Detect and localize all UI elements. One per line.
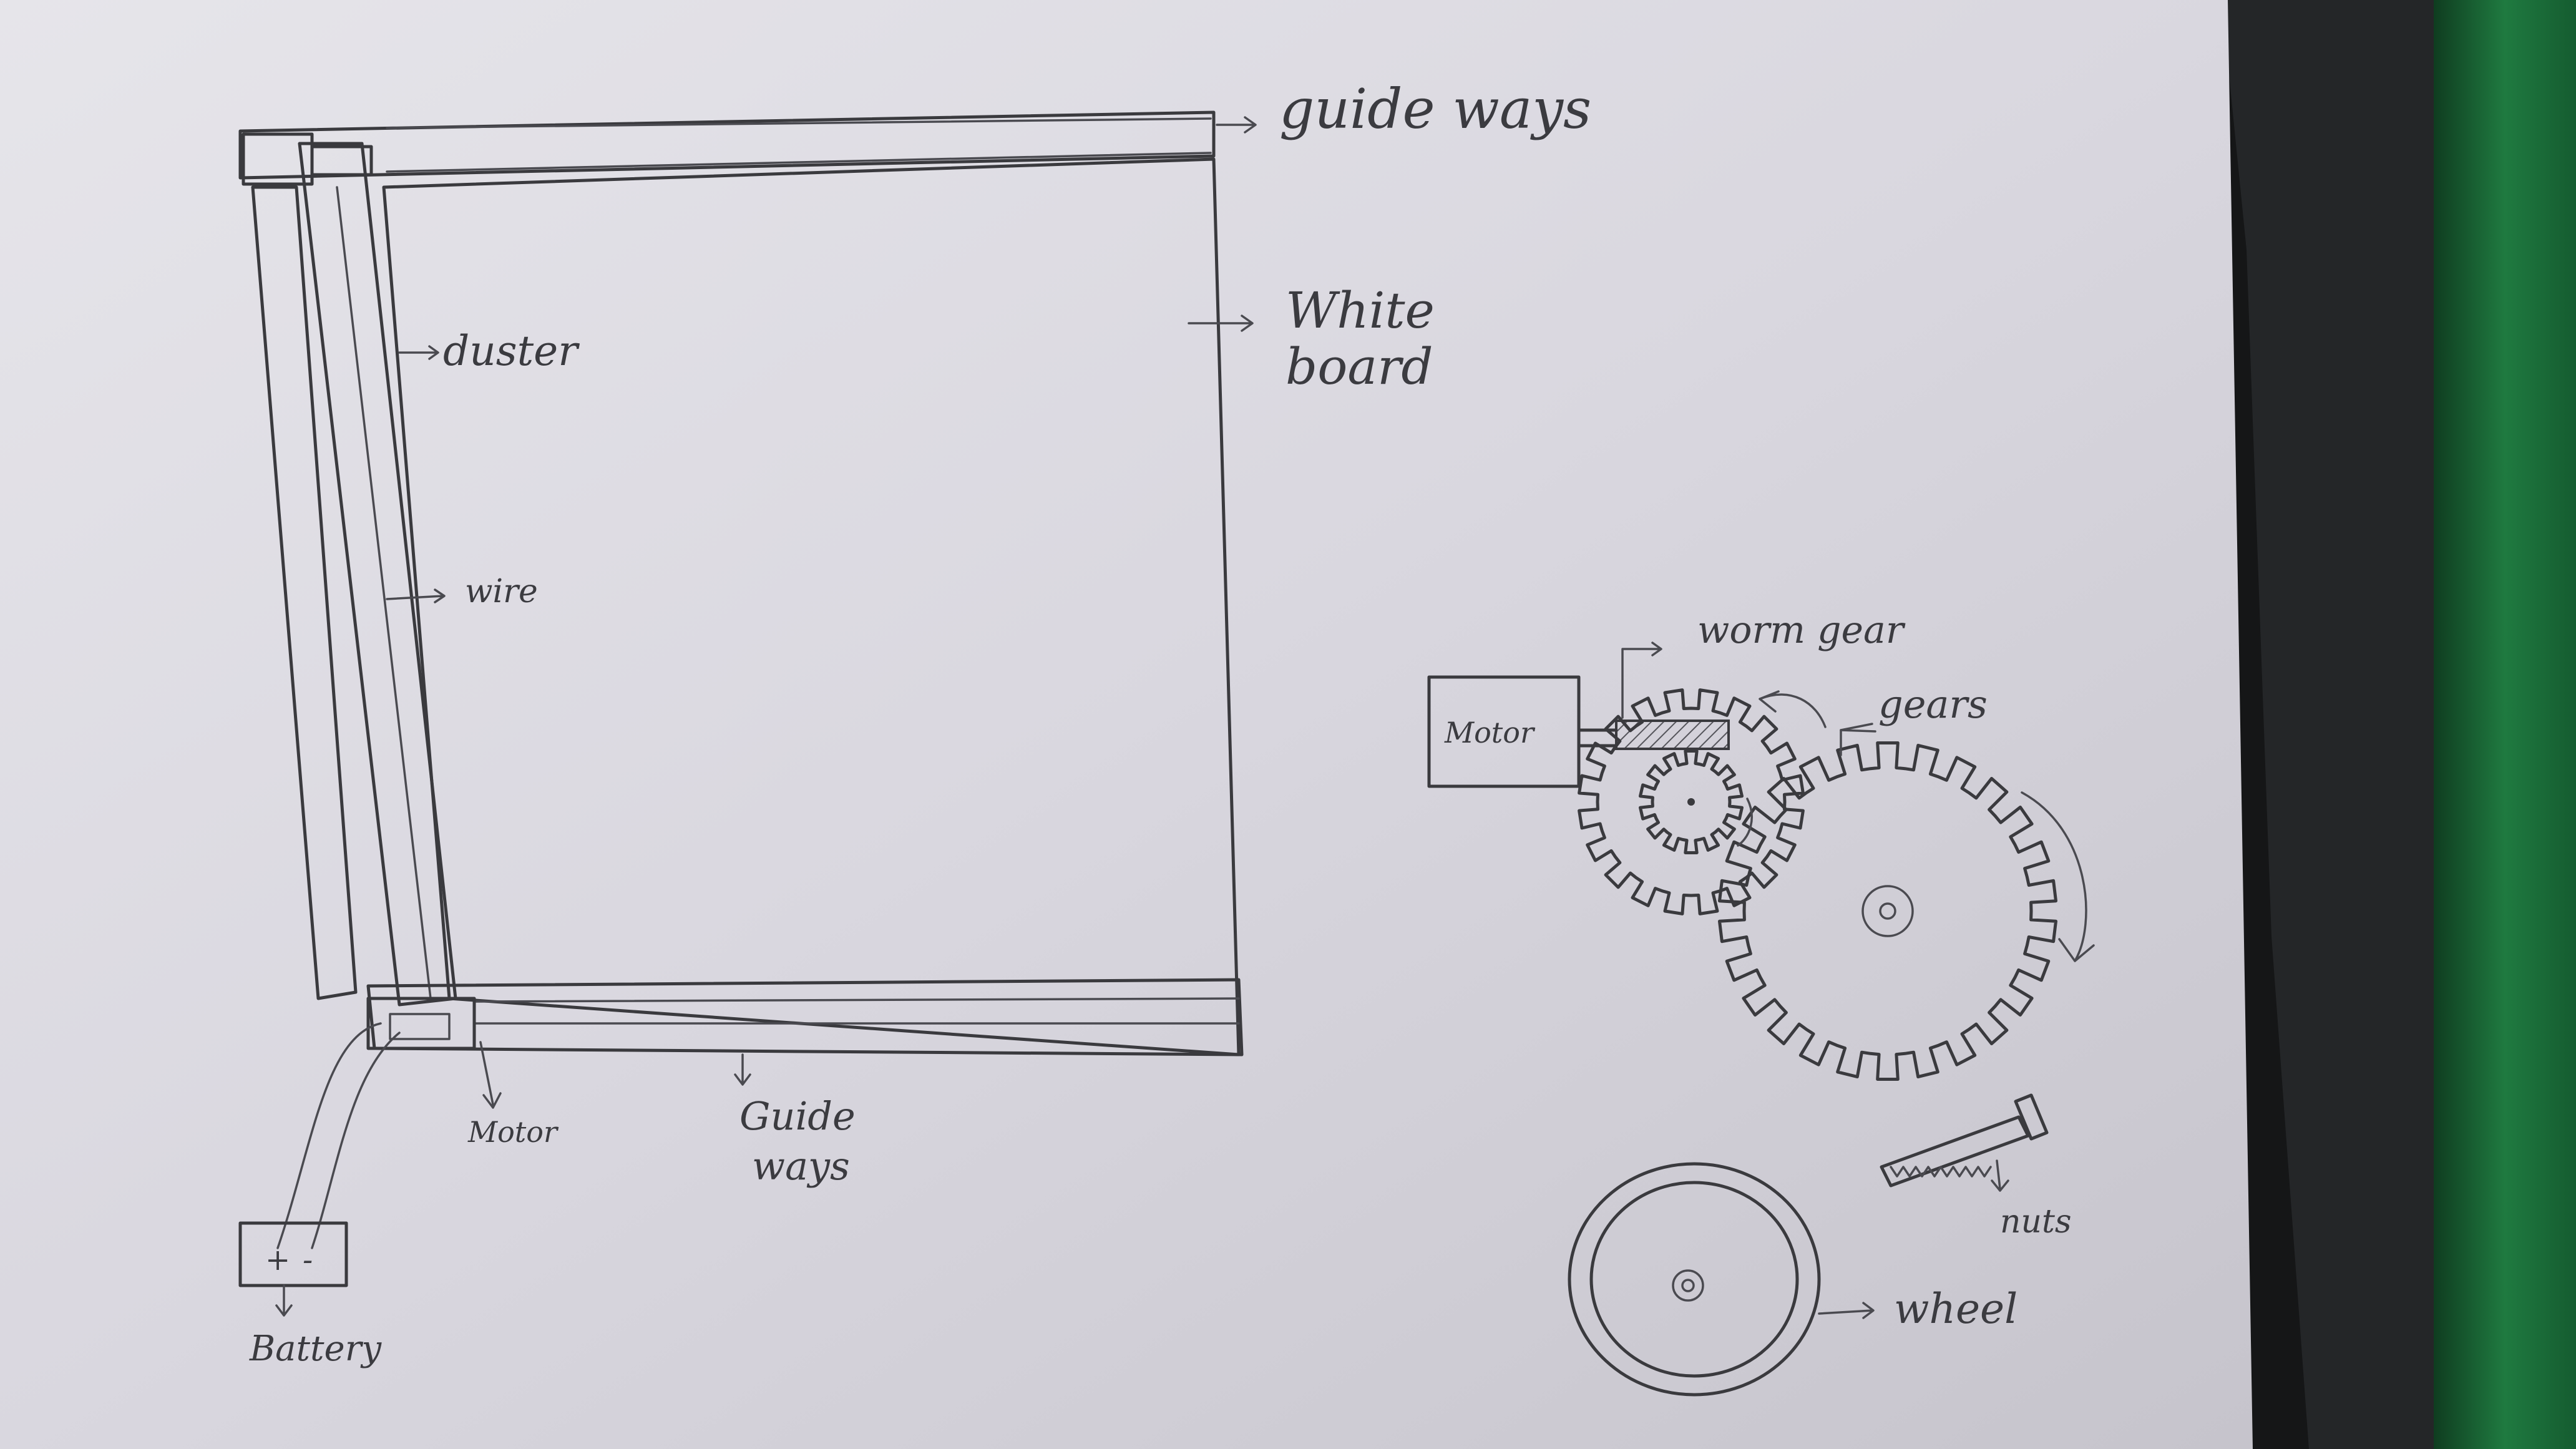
label-guide-ways-bottom-1: Guide	[739, 1093, 856, 1139]
label-motor-bottom: Motor	[467, 1115, 559, 1149]
battery-minus-sign: -	[303, 1242, 313, 1277]
label-worm-gear: worm gear	[1697, 608, 1906, 652]
green-cloth	[2434, 0, 2576, 1449]
label-guide-ways-top: guide ways	[1279, 77, 1591, 141]
leader-gears-2	[1841, 730, 1875, 731]
small-gear-axle	[1687, 798, 1695, 806]
label-nuts: nuts	[2000, 1203, 2072, 1241]
label-motor-box: Motor	[1444, 716, 1536, 749]
label-gears: gears	[1878, 681, 1988, 727]
label-wheel: wheel	[1894, 1285, 2017, 1333]
label-duster: duster	[443, 327, 580, 375]
label-battery: Battery	[249, 1329, 382, 1369]
label-wire: wire	[465, 573, 538, 610]
label-white-board-1: White	[1286, 281, 1435, 339]
worm-gear	[1616, 721, 1729, 749]
label-white-board-2: board	[1286, 338, 1433, 396]
label-guide-ways-bottom-2: ways	[752, 1143, 850, 1189]
battery-plus-sign: +	[265, 1242, 290, 1277]
